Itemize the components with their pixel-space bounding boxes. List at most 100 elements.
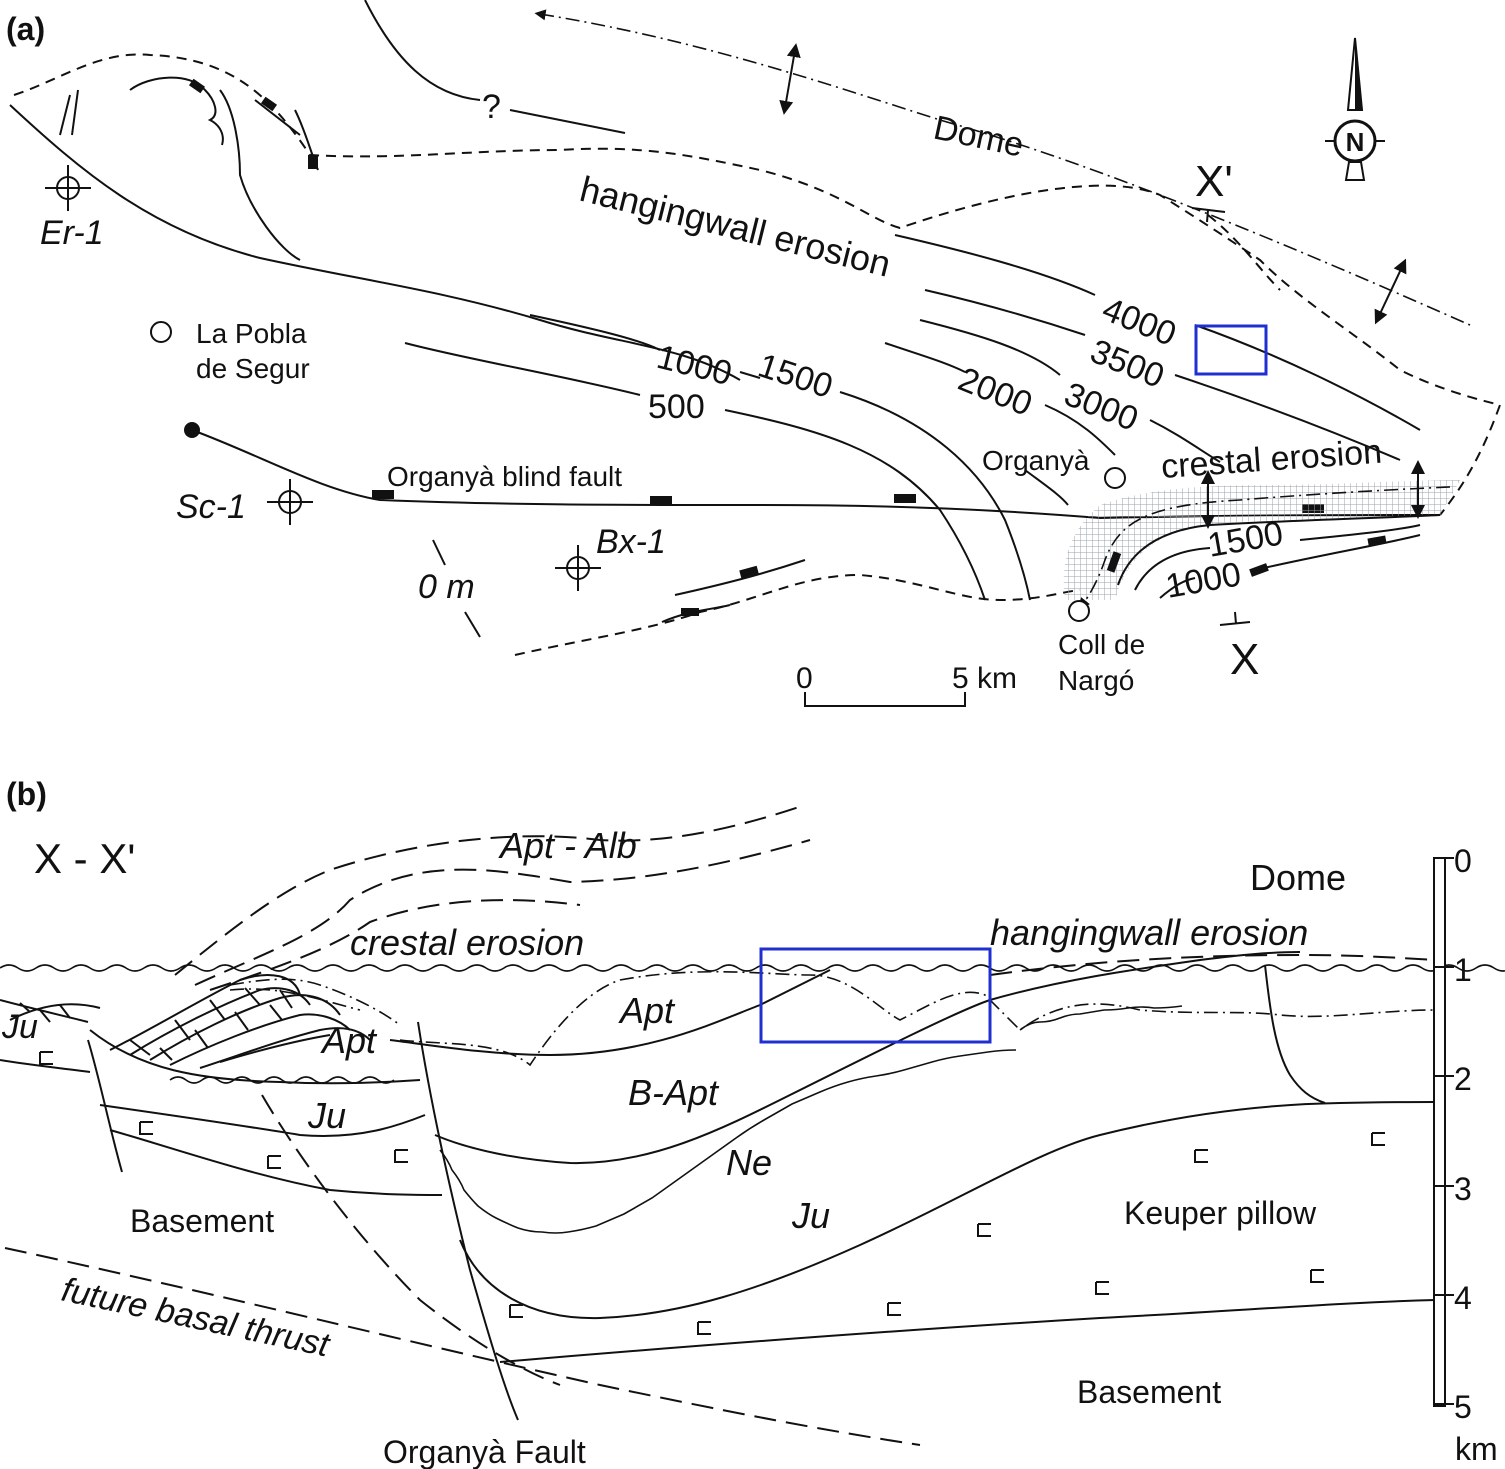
left-block-layer-2 <box>99 1104 426 1137</box>
panel-b-tag: (b) <box>6 776 47 812</box>
erosion-surface <box>0 964 1505 972</box>
ne-base-unconformity <box>439 1049 1017 1234</box>
map-outline-bottom <box>514 573 1081 656</box>
town-organya: Organyà <box>982 445 1090 476</box>
basement-right-label: Basement <box>1077 1374 1221 1410</box>
contour-3500 <box>924 289 1401 461</box>
panel-a-tag: (a) <box>6 11 45 47</box>
crestal-erosion-label: crestal erosion <box>1160 433 1383 486</box>
contour-west-2 <box>219 89 301 261</box>
hw-dashed <box>989 953 1436 976</box>
b-apt-base <box>434 951 1301 1165</box>
ju-base <box>459 1101 1436 1320</box>
panel-b-section: (b) X - X' Apt - Alb Dome crestal erosio… <box>0 776 1505 1469</box>
crestal-erosion-section-label: crestal erosion <box>350 922 584 963</box>
town-la-pobla-line2: de Segur <box>196 353 310 384</box>
north-arrow-icon: N <box>1325 37 1385 181</box>
dome-label: Dome <box>930 109 1027 165</box>
depth-tick-2: 2 <box>1454 1061 1472 1097</box>
contour-organya <box>1024 469 1069 506</box>
nw-contour <box>364 0 626 134</box>
keuper-base <box>499 1299 1436 1363</box>
organya-fault-label: Organyà Fault <box>383 1434 586 1469</box>
town-coll-line1: Coll de <box>1058 629 1145 660</box>
highlight-box-section <box>759 947 992 1044</box>
depth-tick-3: 3 <box>1454 1171 1472 1207</box>
se-contour-1500 <box>1134 524 1421 591</box>
dome-axis <box>534 9 1471 326</box>
well-bx-1: Bx-1 <box>555 523 666 591</box>
ju-mid-label: Ju <box>307 1095 346 1136</box>
contour-west-1 <box>9 104 741 381</box>
scale-five-km: 5 km <box>952 662 1017 695</box>
fold-thrust-stack <box>9 974 401 1069</box>
panel-a-map: (a) Dome ? hangingwall erosion 4000 3500 <box>6 0 1502 707</box>
contour-3000 <box>919 319 1221 463</box>
north-label: N <box>1346 127 1365 157</box>
depth-unit: km <box>1455 1431 1498 1467</box>
town-la-pobla-line1: La Pobla <box>196 318 307 349</box>
well-er-1: Er-1 <box>40 165 104 252</box>
se-contour-1000 <box>1159 534 1421 599</box>
contour-label-1000: 1000 <box>653 338 736 393</box>
well-label-bx-1: Bx-1 <box>596 523 666 561</box>
dome-fold-arrow-1 <box>779 43 801 115</box>
nw-fault-lines <box>59 89 79 136</box>
town-marker-la-pobla <box>150 321 172 343</box>
contour-label-2000: 2000 <box>953 360 1037 424</box>
apt-alb-label: Apt - Alb <box>498 825 637 866</box>
blind-fault-label: Organyà blind fault <box>387 461 622 492</box>
nw-fault-arc <box>129 76 224 146</box>
future-basal-thrust <box>4 1247 921 1446</box>
keuper-pillow-label: Keuper pillow <box>1124 1195 1317 1231</box>
depth-scale-bar: 0 1 2 3 4 5 km <box>1433 843 1498 1467</box>
town-marker-organya <box>1104 467 1126 489</box>
contour-label-500: 500 <box>648 388 705 426</box>
ju-left-label: Ju <box>1 1008 38 1046</box>
dome-section-label: Dome <box>1250 857 1346 898</box>
se-contour-fault <box>1117 514 1441 586</box>
section-end-xprime <box>1191 207 1226 223</box>
dome-fold-arrow-2 <box>1374 258 1407 325</box>
contour-500 <box>404 342 986 601</box>
south-fault-1 <box>674 559 806 596</box>
zero-m-label: 0 m <box>418 568 475 606</box>
highlight-box-map <box>1194 324 1268 376</box>
contour-4000 <box>894 234 1421 431</box>
section-label-x: X <box>1230 635 1259 684</box>
scale-zero: 0 <box>796 662 813 695</box>
basement-left-label: Basement <box>130 1203 274 1239</box>
town-coll-line2: Nargó <box>1058 665 1134 696</box>
well-sc-1: Sc-1 <box>176 479 313 526</box>
apt-alb-upper-dashed <box>174 804 806 976</box>
dome-fault <box>1264 964 1326 1104</box>
depth-tick-5: 5 <box>1454 1389 1472 1425</box>
ne-label: Ne <box>726 1142 772 1183</box>
depth-tick-4: 4 <box>1454 1280 1472 1316</box>
section-end-x <box>1219 611 1251 626</box>
crestal-dashed <box>209 899 581 991</box>
left-block-layer-3 <box>109 1129 443 1196</box>
zero-m-contour <box>432 539 481 638</box>
contour-2000 <box>884 342 1116 456</box>
hangingwall-erosion-label: hangingwall erosion <box>576 168 895 285</box>
se-contour-label-1000: 1000 <box>1163 555 1244 606</box>
apt-base <box>389 969 831 1057</box>
question-mark: ? <box>482 88 501 126</box>
depth-tick-0: 0 <box>1454 843 1472 879</box>
hangingwall-erosion-section-label: hangingwall erosion <box>990 912 1308 953</box>
b-apt-label: B-Apt <box>628 1072 720 1113</box>
depth-tick-1: 1 <box>1454 952 1472 988</box>
apt-alb-lower-dashed <box>194 839 811 986</box>
town-marker-coll-de-nargo <box>1068 600 1090 622</box>
apt-top-dashdot <box>229 970 1436 1067</box>
organya-fault <box>417 1021 519 1421</box>
crestal-dashdot <box>1078 486 1451 610</box>
apt-right-label: Apt <box>618 990 676 1031</box>
contour-label-1500: 1500 <box>754 346 838 406</box>
scale-bar: 0 5 km <box>796 662 1017 707</box>
inner-dashed-thrust <box>261 1094 561 1386</box>
well-label-sc-1: Sc-1 <box>176 488 246 526</box>
keuper-evaporite-symbols <box>39 1051 1385 1335</box>
well-label-er-1: Er-1 <box>40 214 104 252</box>
